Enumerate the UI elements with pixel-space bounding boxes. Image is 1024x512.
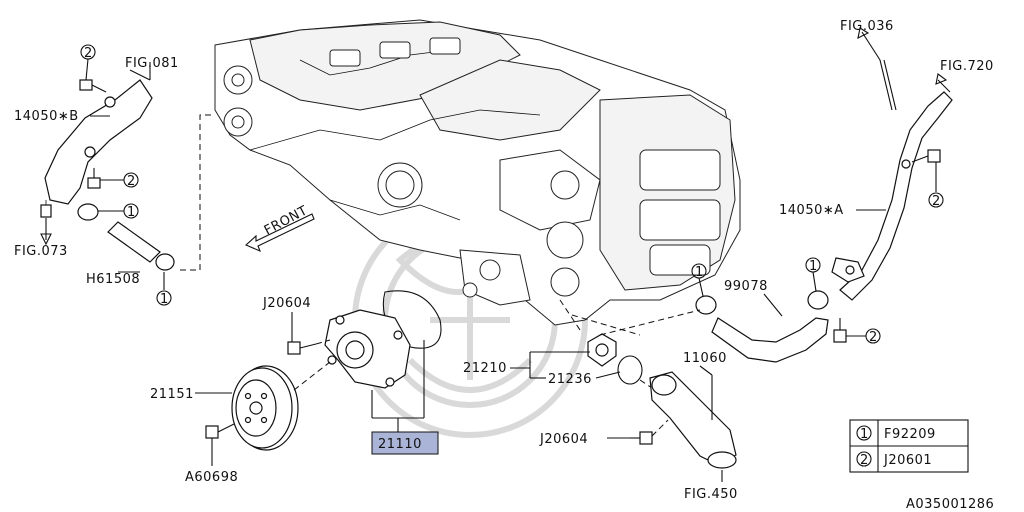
clamp-f92209-99078-right [807, 290, 829, 310]
bolt-j20604-top [287, 341, 317, 355]
highlight-21110 [371, 431, 439, 455]
bolt-j20604-bottom [630, 431, 653, 445]
callout-1-left-clamp: 1 [98, 203, 139, 220]
callout-1-99078-left: 1 [691, 263, 707, 297]
gasket-21236 [617, 355, 643, 385]
front-label: FRONT [262, 203, 310, 238]
callout-2-left-mid: 2 [100, 172, 139, 189]
housing-11060 [649, 371, 737, 469]
label-14050b: 14050∗B [14, 109, 79, 124]
callout-1-h61508: 1 [156, 290, 172, 307]
callout-2-left-top: 2 [80, 44, 96, 81]
label-14050a: 14050∗A [779, 203, 844, 218]
legend-ref-1: 1 [860, 427, 869, 442]
label-21210: 21210 [463, 361, 507, 376]
label-fig450: FIG.450 [684, 487, 738, 502]
label-fig073: FIG.073 [14, 244, 68, 259]
callout-number: 2 [869, 330, 878, 345]
hose-14050b [40, 79, 153, 218]
callout-number: 1 [809, 259, 818, 274]
label-j20604-bottom: J20604 [539, 432, 588, 447]
callout-number: 1 [160, 292, 169, 307]
label-h61508: H61508 [86, 272, 140, 287]
callout-number: 2 [127, 174, 136, 189]
legend-part-1: F92209 [884, 427, 936, 442]
callout-number: 1 [127, 205, 136, 220]
label-fig081: FIG.081 [125, 56, 179, 71]
legend: 1 F92209 2 J20601 [849, 419, 969, 473]
label-21236: 21236 [548, 372, 592, 387]
label-99078: 99078 [724, 279, 768, 294]
label-j20604-top: J20604 [262, 296, 311, 311]
hose-14050a [831, 91, 953, 301]
callout-number: 2 [932, 194, 941, 209]
label-11060: 11060 [683, 351, 727, 366]
bolt-j20601-left-mid [87, 168, 101, 189]
label-21110: 21110 [378, 437, 422, 452]
pulley-21151 [231, 365, 299, 451]
bolt-j20601-left-top [79, 79, 107, 93]
bolt-a60698 [205, 423, 235, 439]
hose-99078 [711, 317, 829, 363]
label-a60698: A60698 [185, 470, 238, 485]
diagram-code: A035001286 [906, 497, 994, 512]
label-fig720: FIG.720 [940, 59, 994, 74]
callout-2-right-bottom: 2 [865, 328, 881, 345]
front-arrow [244, 213, 315, 253]
clamp-f92209-left [77, 203, 99, 221]
label-21151: 21151 [150, 387, 194, 402]
bolt-j20601-right-top [911, 149, 941, 192]
thermostat-21210 [587, 333, 617, 367]
hose-h61508 [107, 221, 161, 263]
callout-number: 2 [84, 46, 93, 61]
engine-block [214, 19, 741, 326]
legend-part-2: J20601 [883, 453, 932, 468]
callout-2-right-top: 2 [928, 192, 944, 209]
legend-ref-2: 2 [860, 453, 869, 468]
clamp-f92209-99078-left [695, 295, 717, 315]
callout-1-99078-right: 1 [805, 257, 821, 292]
water-pump-21110 [324, 309, 411, 389]
callout-number: 1 [695, 265, 704, 280]
label-fig036: FIG.036 [840, 19, 894, 34]
clamp-f92209-h61508 [155, 253, 175, 271]
bolt-j20601-right-bottom [833, 318, 866, 343]
